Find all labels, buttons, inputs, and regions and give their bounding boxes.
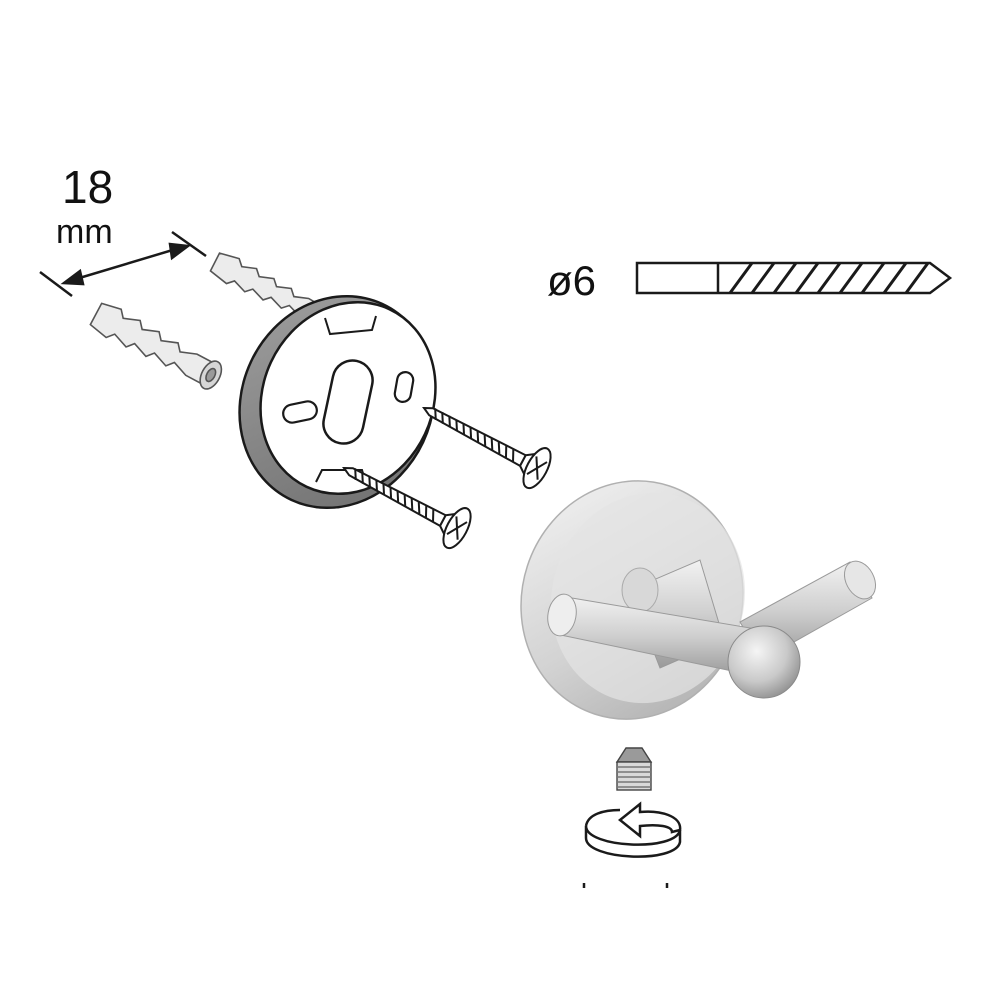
dimension-annotation: 18 mm: [39, 161, 207, 297]
wall-plug-icon: [89, 252, 326, 390]
rotate-arrow-icon: [584, 801, 682, 858]
wood-screw-icon: [342, 406, 552, 550]
dimension-arrow: [39, 230, 207, 297]
grub-screw-icon: [615, 747, 653, 791]
mounting-plate-icon: [238, 294, 437, 510]
cropped-marks: [582, 883, 669, 888]
dimension-value: 18: [62, 161, 113, 213]
drill-bit-icon: [635, 261, 953, 295]
dimension-unit: mm: [56, 213, 113, 251]
drill-diameter-label: ø6: [547, 257, 596, 304]
double-hook-icon: [520, 480, 877, 720]
drill-bit-annotation: ø6: [547, 257, 953, 304]
